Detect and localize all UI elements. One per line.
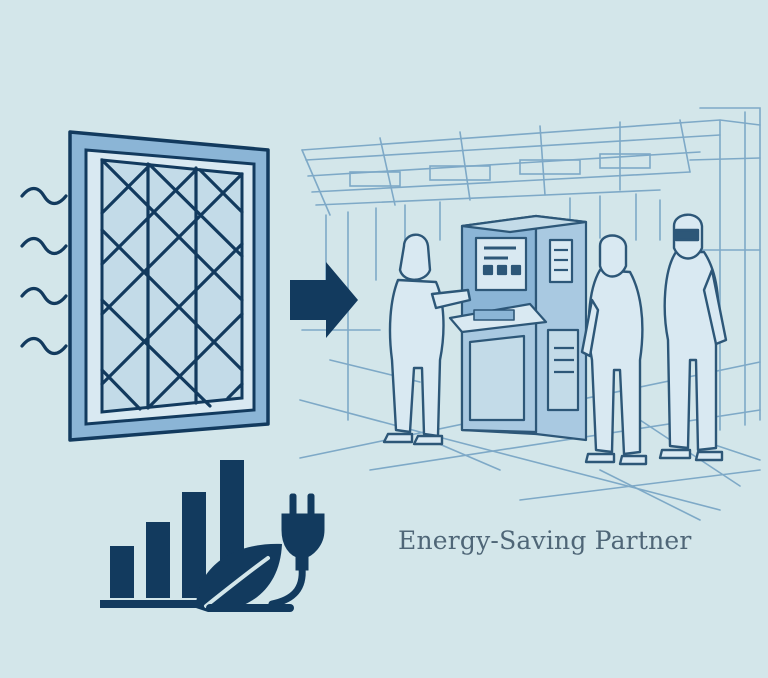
air-flow-icon [20, 186, 68, 356]
power-plug-icon [268, 493, 325, 608]
cleanroom-background [299, 107, 761, 521]
technician-middle [580, 234, 648, 466]
arrow-right-icon [290, 262, 358, 338]
control-machine [448, 214, 588, 442]
leaf-icon [196, 543, 294, 612]
technician-right [658, 213, 728, 462]
technician-left [382, 233, 472, 446]
tagline-text: Energy-Saving Partner [398, 526, 692, 555]
air-filter-icon [68, 130, 270, 442]
